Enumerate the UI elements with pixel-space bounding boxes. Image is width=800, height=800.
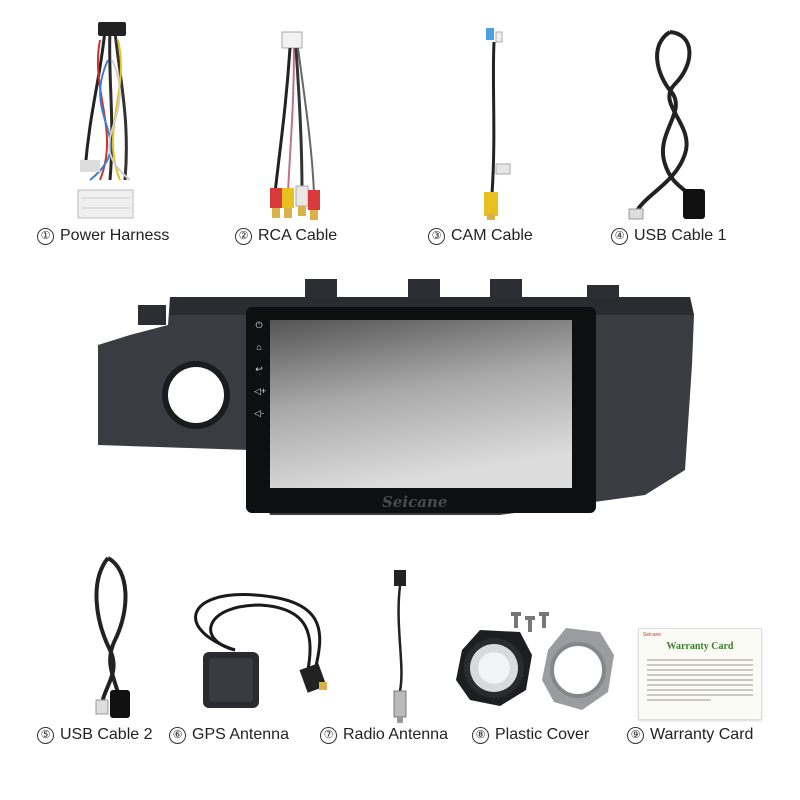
gps-antenna-image [194,593,327,708]
plastic-cover-image [456,612,614,710]
head-unit-brand: Seicane [382,493,447,511]
warranty-card-text-lines [647,659,753,704]
volume-up-icon: ◁+ [254,386,267,396]
rca-cable-image [270,31,320,220]
usb-cable-1-image [628,30,705,220]
warranty-card-title: Warranty Card [666,641,734,652]
power-icon: ⏻ [255,320,263,330]
back-icon: ↩ [255,364,263,374]
usb-cable-2-image [94,556,130,718]
head-unit-image: Seicane [98,279,694,515]
radio-antenna-image [393,570,407,723]
cam-cable-image [484,28,511,220]
home-icon: ⌂ [256,342,262,352]
power-harness-image [77,22,134,219]
warranty-card-image: Seicane Warranty Card [638,628,762,720]
volume-down-icon: ◁- [254,408,264,418]
warranty-card-brand: Seicane [643,632,662,638]
